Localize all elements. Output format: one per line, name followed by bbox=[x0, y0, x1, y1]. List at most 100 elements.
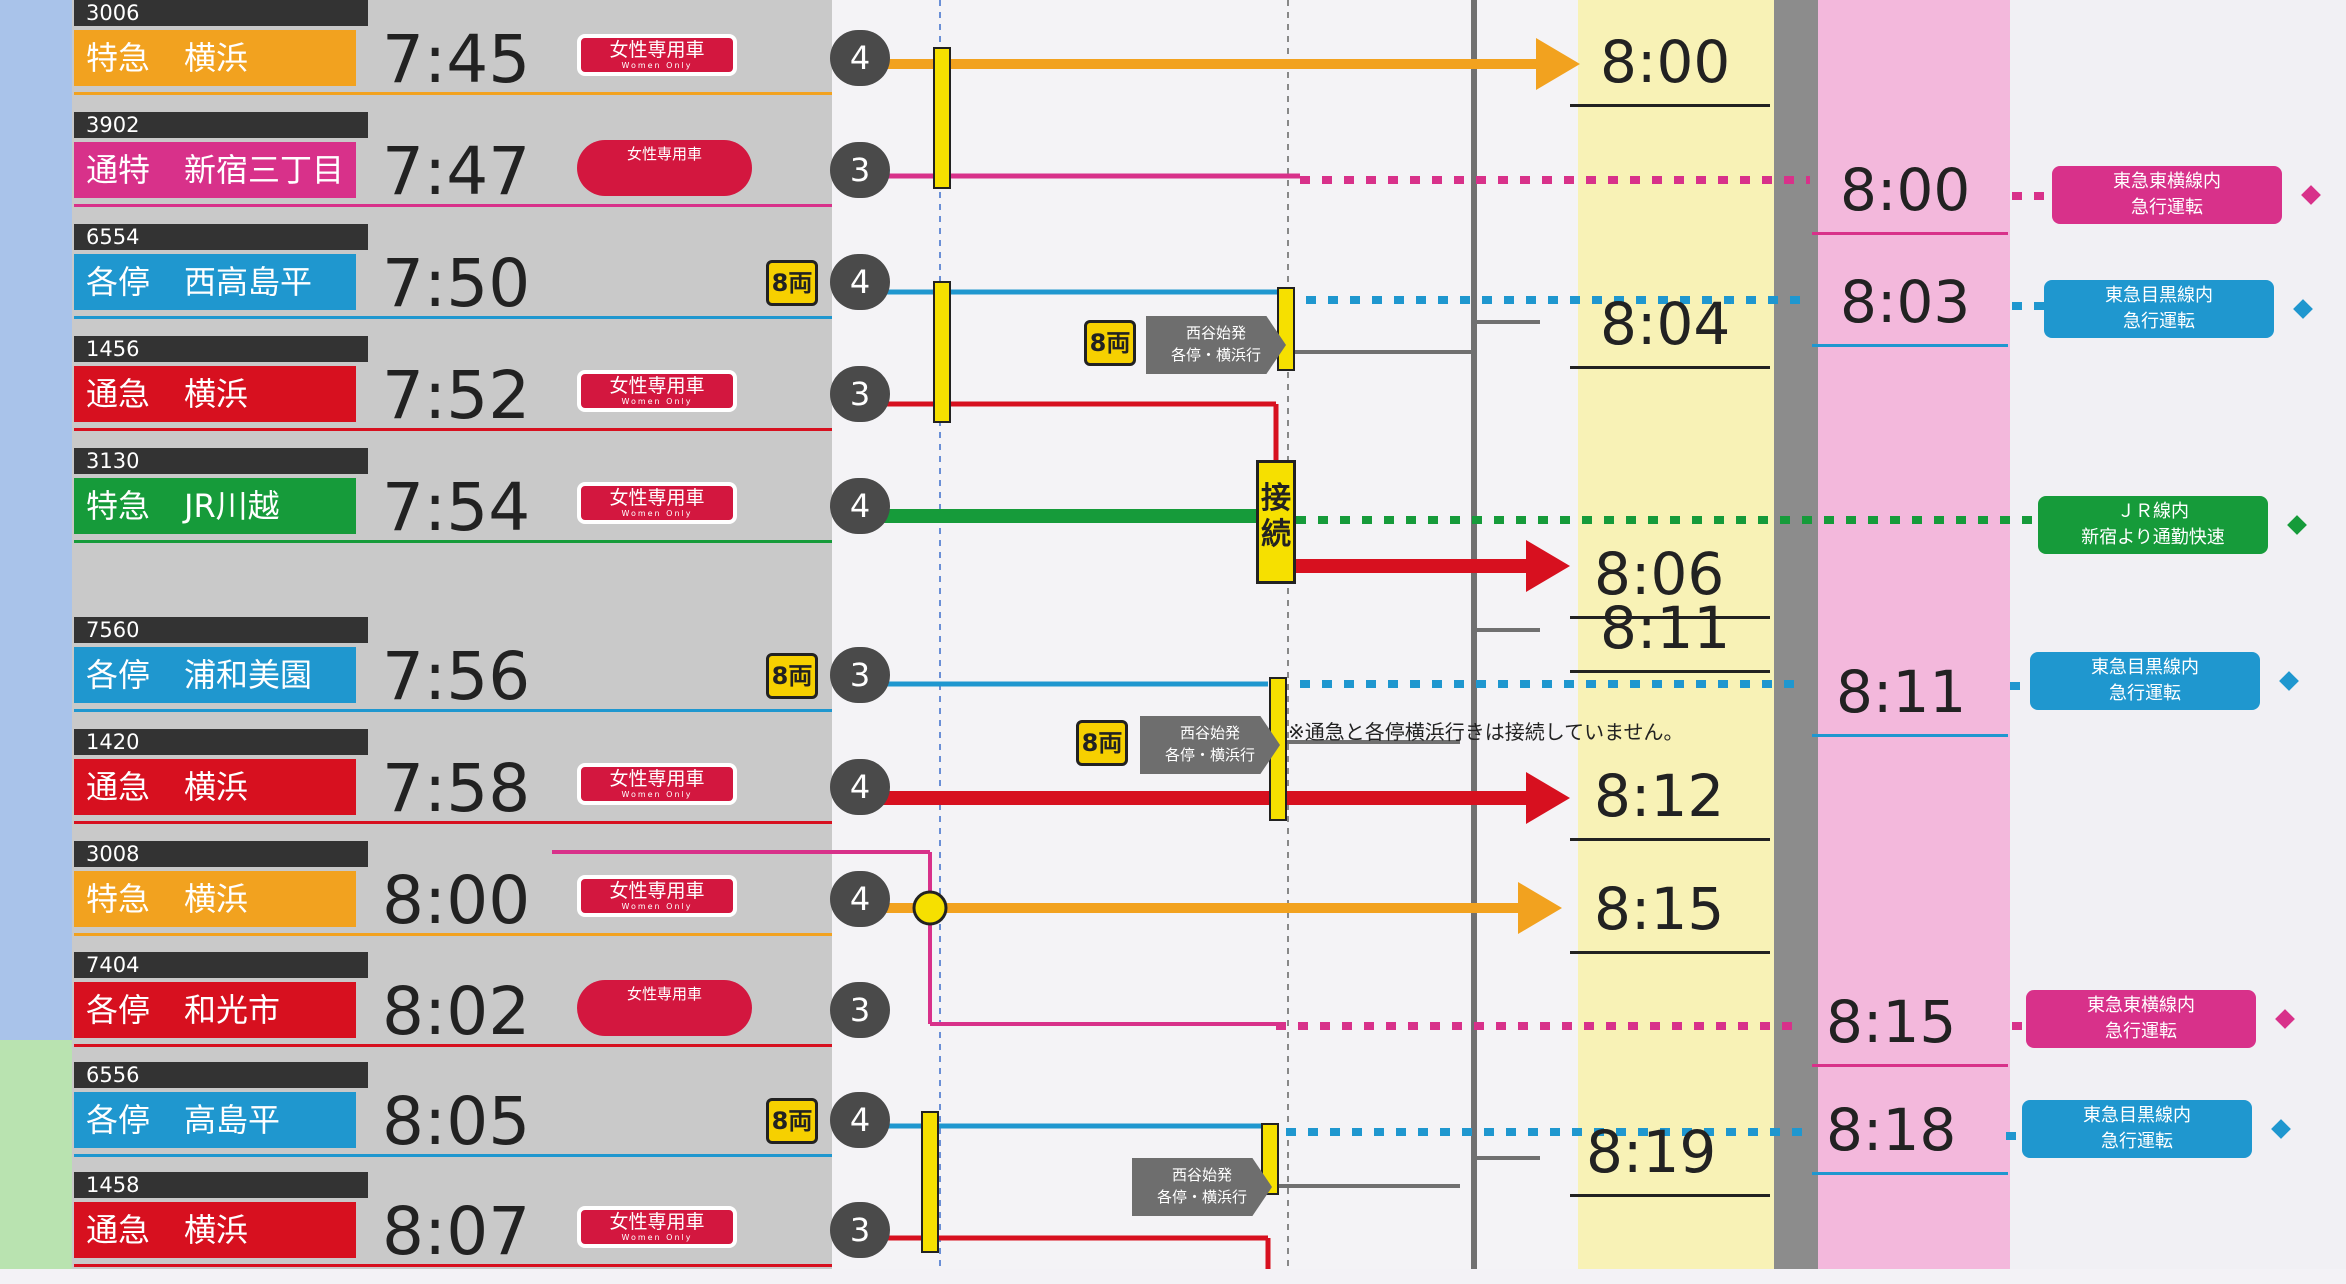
origin-plate: 西谷始発各停・横浜行 bbox=[1140, 716, 1280, 774]
arrival-time-yellow: 8:12 bbox=[1594, 762, 1725, 830]
arrival-time-yellow: 8:19 bbox=[1586, 1118, 1717, 1186]
info-line-1: ＪＲ線内 bbox=[2117, 501, 2189, 522]
plate-line-2: 各停・横浜行 bbox=[1170, 346, 1261, 364]
eight-car-badge: 8両 bbox=[1076, 720, 1128, 766]
row-underline bbox=[74, 933, 832, 936]
arrival-underline bbox=[1812, 232, 2008, 235]
women-badge-label: 女性専用車 bbox=[609, 375, 705, 397]
train-type: 特急 bbox=[86, 880, 151, 918]
eight-car-badge: 8両 bbox=[766, 1098, 818, 1144]
platform-number: 3 bbox=[830, 982, 890, 1038]
train-destination: 新宿三丁目 bbox=[184, 151, 345, 189]
info-line-1: 東急東横線内 bbox=[2113, 171, 2221, 192]
platform-number: 3 bbox=[830, 142, 890, 198]
departure-time: 7:56 bbox=[382, 638, 531, 715]
train-number: 3130 bbox=[74, 448, 368, 474]
departure-time: 8:07 bbox=[382, 1193, 531, 1270]
row-underline bbox=[74, 92, 832, 95]
arrow-head bbox=[1526, 540, 1570, 592]
arrival-underline bbox=[1570, 1194, 1770, 1197]
train-destination: 和光市 bbox=[184, 991, 281, 1029]
train-type-band: 通急横浜 bbox=[74, 366, 356, 422]
arrival-time-yellow: 8:06 bbox=[1594, 540, 1725, 608]
train-type: 通急 bbox=[86, 768, 151, 806]
row-underline bbox=[74, 821, 832, 824]
train-destination: 高島平 bbox=[184, 1101, 281, 1139]
arrival-time-pink: 8:15 bbox=[1826, 988, 1957, 1056]
train-number: 1420 bbox=[74, 729, 368, 755]
platform-number: 4 bbox=[830, 1092, 890, 1148]
departure-time: 7:50 bbox=[382, 245, 531, 322]
women-badge-sub: Women Only bbox=[621, 902, 693, 911]
arrival-underline bbox=[1570, 951, 1770, 954]
row-underline bbox=[74, 1044, 832, 1047]
train-type: 各停 bbox=[86, 991, 151, 1029]
departure-time: 8:02 bbox=[382, 973, 531, 1050]
train-destination: 横浜 bbox=[184, 880, 249, 918]
women-badge-label: 女性専用車 bbox=[626, 145, 702, 163]
women-badge-label: 女性専用車 bbox=[609, 39, 705, 61]
connection-bar bbox=[933, 281, 951, 423]
row-underline bbox=[74, 428, 832, 431]
info-line-2: 新宿より通勤快速 bbox=[2081, 527, 2225, 548]
through-service-box: 東急東横線内急行運転 bbox=[2052, 166, 2282, 224]
row-underline bbox=[74, 204, 832, 207]
row-underline bbox=[74, 709, 832, 712]
departure-time: 7:52 bbox=[382, 357, 531, 434]
through-service-box: 東急目黒線内急行運転 bbox=[2022, 1100, 2252, 1158]
info-line-1: 東急目黒線内 bbox=[2083, 1105, 2191, 1126]
train-destination: 横浜 bbox=[184, 375, 249, 413]
row-underline bbox=[74, 540, 832, 543]
departure-time: 7:47 bbox=[382, 133, 531, 210]
row-underline bbox=[74, 1264, 832, 1267]
connection-bar bbox=[933, 47, 951, 189]
train-type: 通急 bbox=[86, 375, 151, 413]
women-badge-label: 女性専用車 bbox=[609, 487, 705, 509]
eight-car-badge: 8両 bbox=[1084, 320, 1136, 366]
arrival-time-pink: 8:00 bbox=[1840, 156, 1971, 224]
train-type: 特急 bbox=[86, 487, 151, 525]
women-badge-label: 女性専用車 bbox=[609, 880, 705, 902]
train-destination: JR川越 bbox=[184, 487, 280, 525]
plate-line-2: 各停・横浜行 bbox=[1156, 1188, 1247, 1206]
info-line-2: 急行運転 bbox=[2101, 1131, 2173, 1152]
departure-time: 7:58 bbox=[382, 750, 531, 827]
train-destination: 西高島平 bbox=[184, 263, 313, 301]
through-service-box: 東急東横線内急行運転 bbox=[2026, 990, 2256, 1048]
departure-time: 8:00 bbox=[382, 862, 531, 939]
train-type: 特急 bbox=[86, 39, 151, 77]
arrival-underline bbox=[1812, 344, 2008, 347]
train-number: 3006 bbox=[74, 0, 368, 26]
through-service-box: 東急目黒線内急行運転 bbox=[2044, 280, 2274, 338]
arrival-time-pink: 8:18 bbox=[1826, 1096, 1957, 1164]
train-number: 1458 bbox=[74, 1172, 368, 1198]
women-badge-sub: Women Only bbox=[621, 61, 693, 70]
info-line-1: 東急東横線内 bbox=[2087, 995, 2195, 1016]
train-type: 各停 bbox=[86, 1101, 151, 1139]
separator-bar bbox=[1774, 0, 1818, 1269]
left-strip-blue bbox=[0, 0, 72, 1040]
plate-line-1: 西谷始発 bbox=[1185, 324, 1246, 342]
arrival-underline bbox=[1570, 616, 1770, 619]
row-underline bbox=[74, 316, 832, 319]
women-badge-sub: Women Only bbox=[621, 397, 693, 406]
origin-plate: 西谷始発各停・横浜行 bbox=[1132, 1158, 1272, 1216]
train-number: 7404 bbox=[74, 952, 368, 978]
arrow-head bbox=[1518, 882, 1562, 934]
women-badge-sub: Women Only bbox=[621, 790, 693, 799]
train-type-band: 各停西高島平 bbox=[74, 254, 356, 310]
arrival-column-pink bbox=[1818, 0, 2010, 1269]
departure-time: 7:54 bbox=[382, 469, 531, 546]
through-service-box: 東急目黒線内急行運転 bbox=[2030, 652, 2260, 710]
connection-box: 接続 bbox=[1256, 460, 1296, 584]
